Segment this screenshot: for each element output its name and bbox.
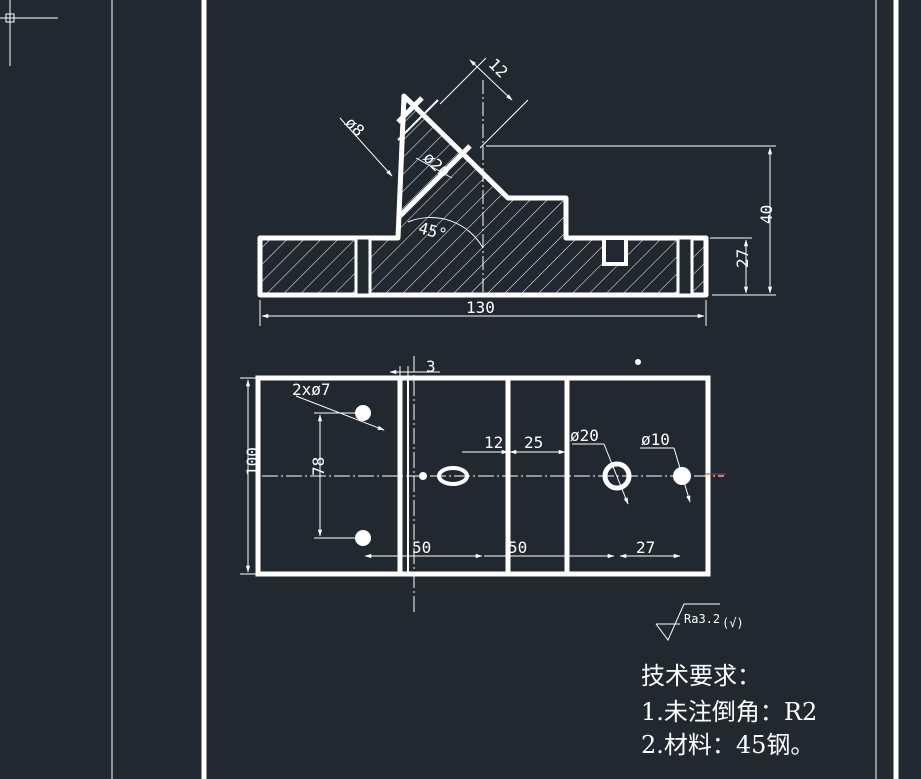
dim-27-section: 27 — [733, 249, 752, 268]
roughness-symbol: Ra3.2 (√) — [655, 603, 744, 641]
notes-title: 技术要求： — [641, 662, 761, 690]
dim-130: 130 — [466, 298, 495, 317]
title-frame — [111, 0, 899, 779]
notes-line-2: 2.材料：45钢。 — [641, 731, 814, 759]
roughness-label: Ra3.2 — [684, 612, 720, 626]
dim-d20-plan: ø20 — [570, 426, 599, 445]
bore-pocket-right — [676, 236, 694, 297]
dim-25: 25 — [524, 433, 543, 452]
dim-2xd7: 2xø7 — [292, 380, 331, 399]
hole-d20 — [602, 461, 632, 491]
plan-view: 3 2xø7 12 25 ø20 ø10 100 78 50 50 27 — [240, 356, 726, 612]
section-view: ø8 ø20 12 45° 130 40 27 — [257, 55, 776, 326]
dim-50-left: 50 — [412, 538, 431, 557]
roughness-suffix: (√) — [722, 616, 744, 630]
dim-3: 3 — [426, 357, 436, 376]
bore-pocket-mid — [602, 236, 628, 266]
dim-100: 100 — [243, 447, 262, 476]
dim-50-right: 50 — [508, 538, 527, 557]
dim-d10: ø10 — [641, 430, 670, 449]
hole-d7-bottom — [355, 530, 371, 546]
dim-d8: ø8 — [341, 113, 368, 140]
notes-line-1: 1.未注倒角：R2 — [641, 698, 817, 726]
bore-pocket-left — [354, 236, 372, 297]
technical-requirements: 技术要求： 1.未注倒角：R2 2.材料：45钢。 — [641, 662, 817, 759]
dim-40: 40 — [757, 205, 776, 224]
dim-27-plan: 27 — [636, 538, 655, 557]
hole-d7-top — [355, 405, 371, 421]
slot-hole — [437, 466, 469, 486]
crosshair-cursor-icon — [0, 0, 58, 66]
dim-78: 78 — [309, 457, 328, 476]
dim-12-plan: 12 — [484, 433, 503, 452]
